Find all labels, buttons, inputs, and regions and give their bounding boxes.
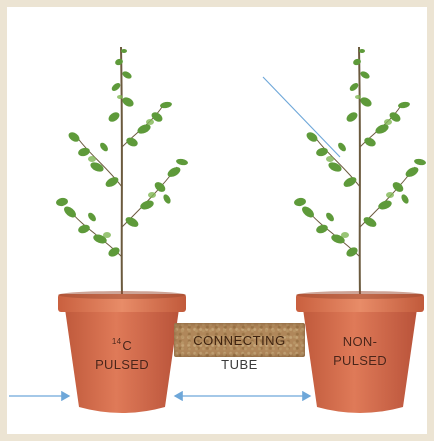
connecting-tube: CONNECTING: [174, 323, 305, 357]
right-pot-label-line2: PULSED: [315, 351, 405, 370]
left-pot-label-line1: 14C: [77, 332, 167, 355]
tube-label-line1: CONNECTING: [174, 333, 305, 348]
left-pot-label: 14C PULSED: [77, 332, 167, 374]
diagram-scene: CONNECTING TUBE 14C PULSED NON- PULSED: [7, 7, 427, 434]
isotope-superscript: 14: [112, 337, 122, 346]
carbon-symbol: C: [122, 338, 132, 353]
diagonal-pointer-line: [263, 77, 340, 157]
right-pot-label-line1: NON-: [315, 332, 405, 351]
tube-label-line2: TUBE: [174, 357, 305, 372]
left-sapling: [55, 47, 188, 297]
right-sapling: [293, 47, 426, 297]
left-pot-label-line2: PULSED: [77, 355, 167, 374]
right-pot-label: NON- PULSED: [315, 332, 405, 370]
